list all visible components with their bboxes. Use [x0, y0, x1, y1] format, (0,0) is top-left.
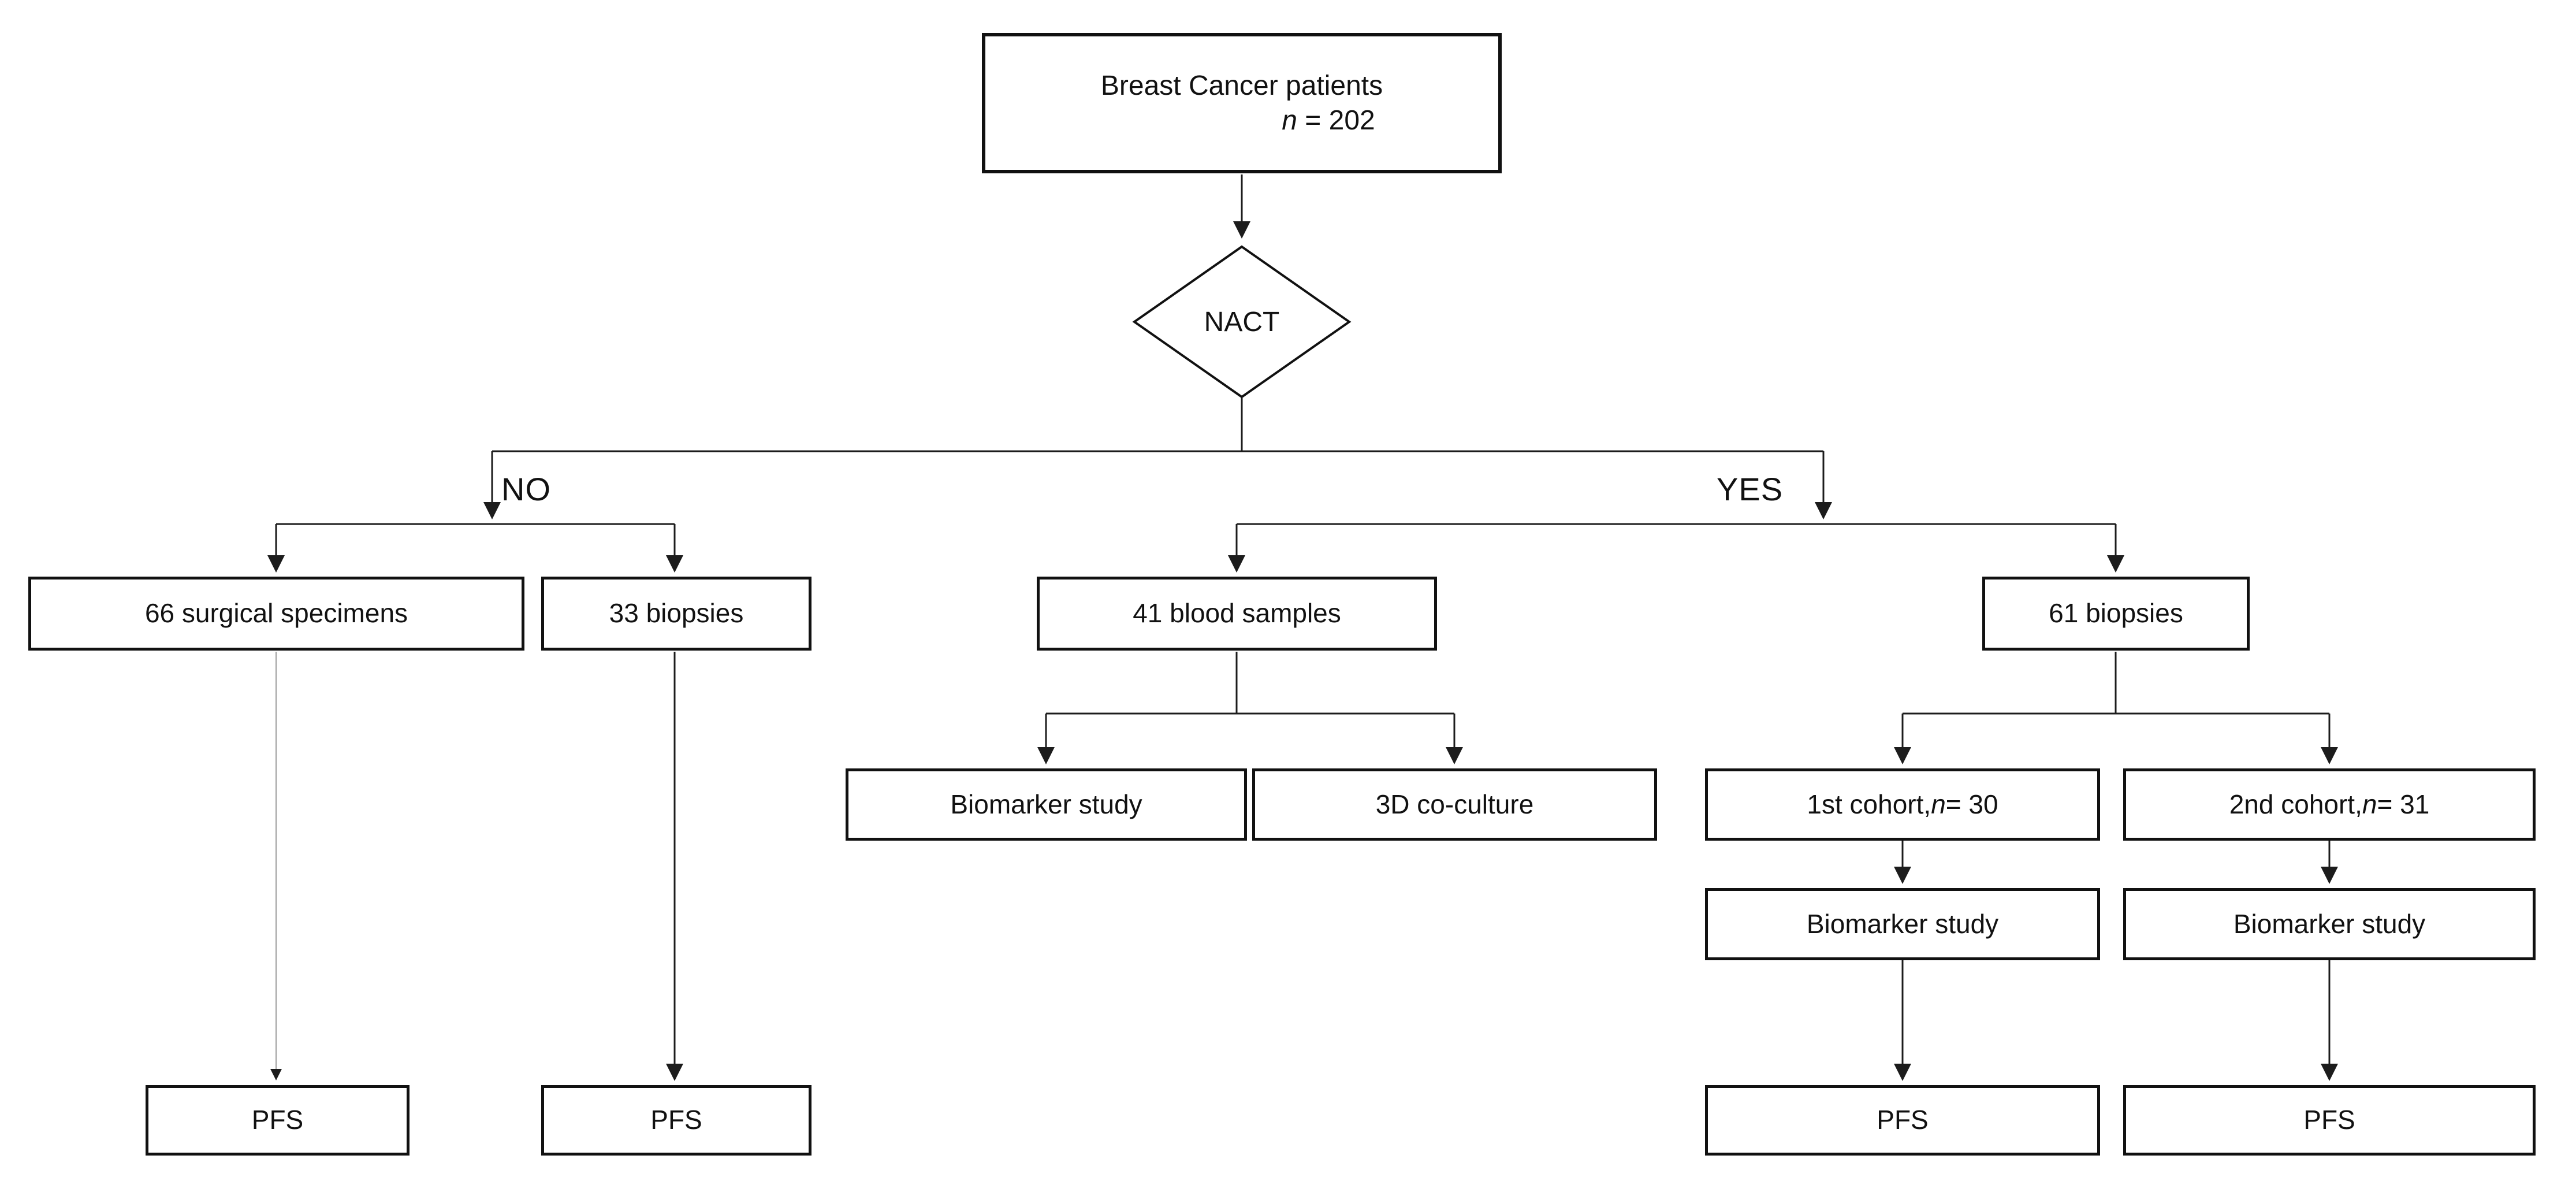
node-2nd-cohort: 2nd cohort, n = 31	[2123, 768, 2536, 841]
node-3d-co-culture: 3D co-culture	[1252, 768, 1657, 841]
node-41-blood-samples: 41 blood samples	[1037, 577, 1437, 651]
decision-label-nact: NACT	[1204, 306, 1280, 337]
node-breast-cancer-patients: Breast Cancer patients n = 202	[982, 33, 1502, 173]
node-biomarker-study-cohort2: Biomarker study	[2123, 888, 2536, 960]
node-pfs-cohort2: PFS	[2123, 1085, 2536, 1156]
node-61-biopsies: 61 biopsies	[1982, 577, 2250, 651]
node-biomarker-study-cohort1: Biomarker study	[1705, 888, 2100, 960]
node-33-biopsies: 33 biopsies	[541, 577, 811, 651]
branch-label-no: NO	[501, 471, 551, 507]
node-pfs-cohort1: PFS	[1705, 1085, 2100, 1156]
root-node-title: Breast Cancer patients	[1100, 70, 1383, 101]
node-pfs-biopsies: PFS	[541, 1085, 811, 1156]
node-66-surgical-specimens: 66 surgical specimens	[28, 577, 524, 651]
node-1st-cohort: 1st cohort, n = 30	[1705, 768, 2100, 841]
node-biomarker-study-blood: Biomarker study	[846, 768, 1247, 841]
node-pfs-surgical: PFS	[146, 1085, 410, 1156]
root-node-count: n = 202	[1282, 105, 1375, 136]
branch-label-yes: YES	[1717, 471, 1784, 507]
decision-diamond	[1132, 245, 1352, 399]
